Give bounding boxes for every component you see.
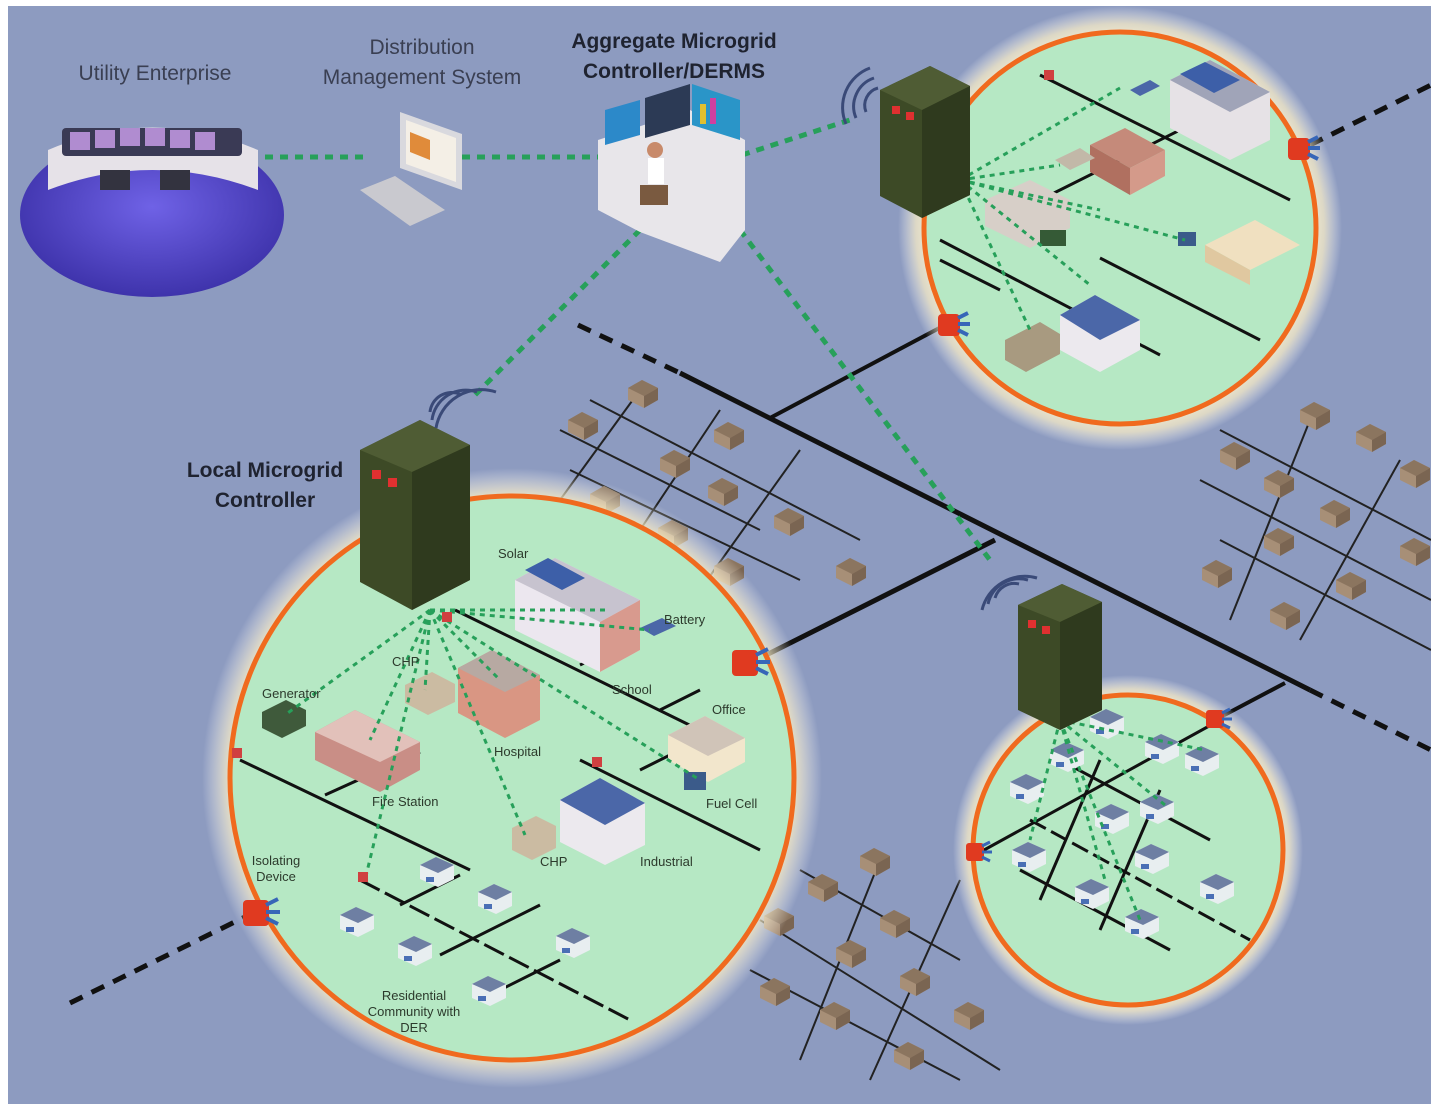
controller-cabinet-icon [360,420,470,610]
label-isolating-line1: Isolating [252,853,300,868]
label-isolating-line2: Device [256,869,296,884]
isolating-switch-icon [1288,135,1320,161]
computer-workstation-icon [360,112,462,226]
label-residential-line1: Residential [382,988,446,1003]
label-aggregate-line2: Controller/DERMS [583,60,765,83]
isolating-switch-icon [732,647,770,676]
label-generator: Generator [262,686,321,701]
labels: Utility Enterprise Distribution Manageme… [79,30,777,1035]
buildings-main [262,558,745,1006]
wireless-signal-icon [980,574,1038,611]
buildings-top-right [985,60,1300,372]
controller-cabinet-icon [1018,584,1102,730]
label-industrial: Industrial [640,854,693,869]
isolating-switch-icon [938,311,970,337]
microgrid-main [202,468,822,1088]
isolating-switch-icon [243,897,280,926]
utility-control-room-icon [20,127,284,297]
label-solar: Solar [498,546,529,561]
label-dms-line1: Distribution [369,36,474,59]
isolating-switch-icon [966,840,992,863]
solar-panel-icon [525,558,585,590]
label-office: Office [712,702,746,717]
label-school: School [612,682,652,697]
label-aggregate-line1: Aggregate Microgrid [571,30,776,53]
label-residential-line2: Community with [368,1004,460,1019]
label-chp-top: CHP [392,654,419,669]
isolating-devices [232,70,1320,926]
label-battery: Battery [664,612,706,627]
microgrid-top-right [898,6,1342,450]
label-dms-line2: Management System [323,66,521,89]
microgrid-bottom-right [953,675,1303,1025]
wireless-signal-icon [841,66,879,125]
label-residential-line3: DER [400,1020,427,1035]
label-utility-enterprise: Utility Enterprise [79,62,232,85]
label-chp-bottom: CHP [540,854,567,869]
label-local-line2: Controller [215,489,315,512]
label-fuel-cell: Fuel Cell [706,796,757,811]
controller-cabinet-icon [880,66,970,218]
label-hospital: Hospital [494,744,541,759]
label-local-line1: Local Microgrid [187,459,343,482]
wireless-signal-icon [428,388,497,429]
operator-desk-icon [598,84,745,262]
communication-links [265,117,992,562]
isolating-switch-icon [1206,707,1232,730]
label-fire-station: Fire Station [372,794,438,809]
